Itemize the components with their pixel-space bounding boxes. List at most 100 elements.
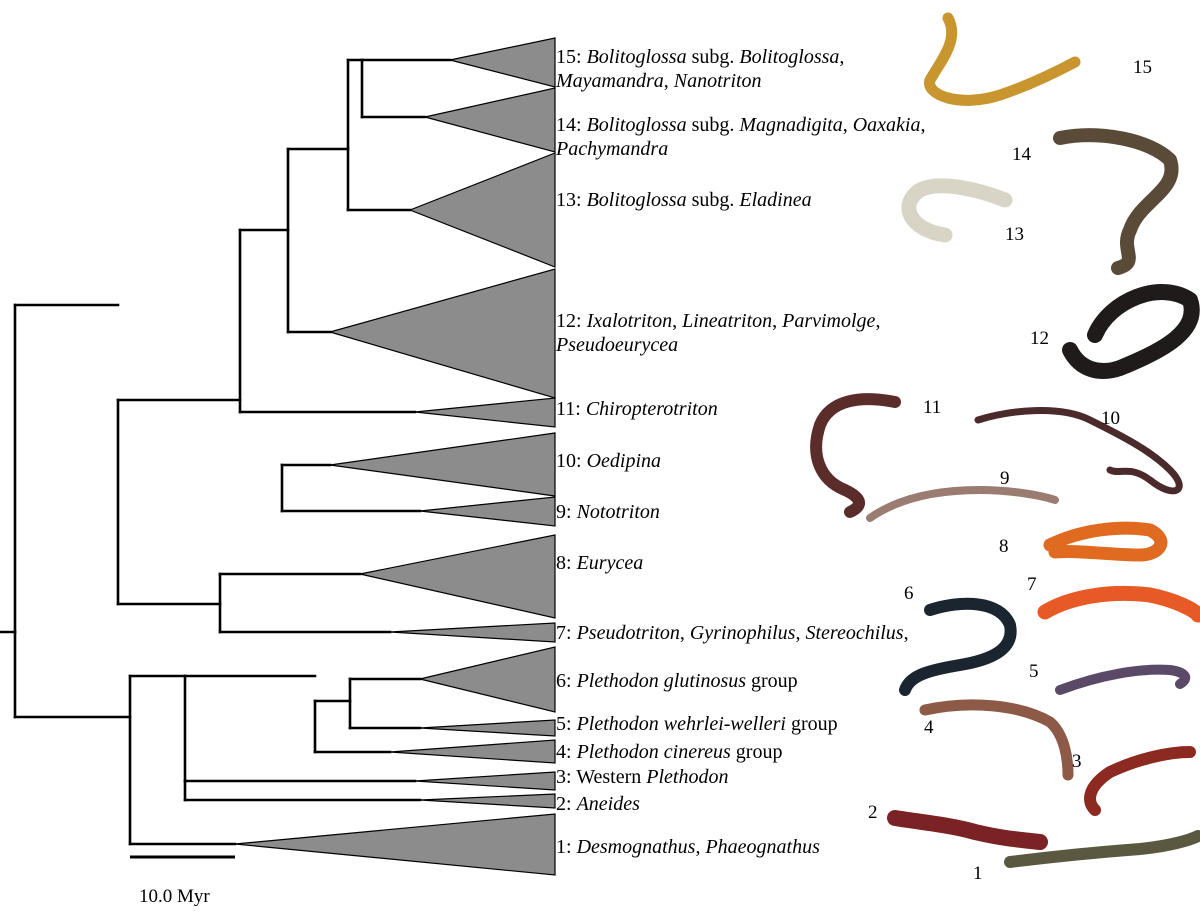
label-text: 13: [556, 189, 587, 211]
label-text: , [839, 46, 844, 68]
photo-number-13: 13 [1005, 225, 1024, 245]
clade-label-14: 14: Bolitoglossa subg. Magnadigita, Oaxa… [556, 113, 925, 161]
clade-label-4: 4: Plethodon cinereus group [556, 740, 782, 764]
clade-label-6: 6: Plethodon glutinosus group [556, 669, 798, 693]
taxon-name: Chiropterotriton [586, 398, 718, 420]
clade-triangle-3 [415, 772, 555, 790]
taxon-name: Plethodon [646, 766, 728, 788]
taxon-name: Bolitoglossa [587, 114, 687, 136]
salamander-photo-6 [905, 604, 1011, 690]
clade-label-line: Pachymandra [556, 137, 925, 161]
label-text: , [772, 310, 782, 332]
photo-number-1: 1 [973, 864, 983, 884]
taxon-name: Stereochilus [805, 622, 903, 644]
taxon-name: Pachymandra [556, 138, 668, 160]
clade-label-line: 8: Eurycea [556, 551, 643, 575]
label-text: 4: [556, 741, 577, 763]
taxon-name: Parvimolge [782, 310, 875, 332]
label-text: , [680, 622, 690, 644]
clade-label-7: 7: Pseudotriton, Gyrinophilus, Stereochi… [556, 621, 909, 645]
label-text: 10: [556, 450, 587, 472]
label-text: 3: Western [556, 766, 646, 788]
taxon-name: Plethodon glutinosus [577, 670, 746, 692]
salamander-photo-15 [930, 18, 1075, 100]
clade-triangle-9 [420, 497, 555, 526]
clade-label-line: 4: Plethodon cinereus group [556, 740, 782, 764]
scale-bar-label: 10.0 Myr [139, 886, 210, 908]
clade-label-line: 3: Western Plethodon [556, 765, 728, 789]
photo-number-15: 15 [1133, 58, 1152, 78]
salamander-photo-4 [925, 705, 1068, 775]
clade-label-line: 11: Chiropterotriton [556, 397, 718, 421]
clade-label-15: 15: Bolitoglossa subg. Bolitoglossa,Maya… [556, 45, 844, 93]
clade-triangle-15 [450, 38, 555, 87]
taxon-name: Bolitoglossa [587, 189, 687, 211]
label-text: , [664, 70, 674, 92]
clade-label-line: 12: Ixalotriton, Lineatriton, Parvimolge… [556, 309, 880, 333]
label-text: , [904, 622, 909, 644]
photo-number-6: 6 [904, 584, 914, 604]
label-text: group [731, 741, 783, 763]
label-text: 1: [556, 836, 577, 858]
photo-number-12: 12 [1030, 329, 1049, 349]
clade-label-1: 1: Desmognathus, Phaeognathus [556, 835, 820, 859]
taxon-name: Oedipina [587, 450, 661, 472]
photo-number-8: 8 [999, 537, 1009, 557]
clade-triangle-2 [420, 794, 555, 808]
taxon-name: Aneides [577, 793, 640, 815]
taxon-name: Gyrinophilus [690, 622, 796, 644]
label-text: 6: [556, 670, 577, 692]
photo-number-9: 9 [1000, 469, 1010, 489]
salamander-photo-13 [909, 186, 1005, 235]
label-text: 12: [556, 310, 587, 332]
salamander-photo-14 [1060, 135, 1172, 268]
clade-label-line: 5: Plethodon wehrlei-welleri group [556, 712, 838, 736]
clade-triangle-12 [330, 269, 555, 398]
clade-label-13: 13: Bolitoglossa subg. Eladinea [556, 188, 812, 212]
taxon-name: Magnadigita [739, 114, 842, 136]
label-text: , [695, 836, 705, 858]
salamander-photo-3 [1090, 752, 1190, 810]
taxon-name: Eladinea [739, 189, 811, 211]
salamander-photo-11 [816, 399, 895, 512]
clade-triangle-13 [410, 153, 555, 267]
clade-label-line: 7: Pseudotriton, Gyrinophilus, Stereochi… [556, 621, 909, 645]
clade-label-line: 2: Aneides [556, 792, 640, 816]
taxon-name: Pseudoeurycea [556, 334, 678, 356]
label-text: , [920, 114, 925, 136]
taxon-name: Eurycea [577, 552, 644, 574]
clade-triangle-4 [390, 740, 555, 763]
label-text: subg. [687, 189, 740, 211]
clade-triangle-7 [390, 623, 555, 642]
photo-number-3: 3 [1072, 752, 1082, 772]
label-text: group [786, 713, 838, 735]
label-text: 14: [556, 114, 587, 136]
label-text: 15: [556, 46, 587, 68]
label-text: subg. [687, 46, 740, 68]
taxon-name: Ixalotriton [587, 310, 673, 332]
clade-label-line: 10: Oedipina [556, 449, 661, 473]
clade-label-10: 10: Oedipina [556, 449, 661, 473]
taxon-name: Plethodon wehrlei-welleri [577, 713, 786, 735]
clade-triangle-14 [425, 88, 555, 152]
photo-number-5: 5 [1029, 662, 1039, 682]
label-text: , [875, 310, 880, 332]
clade-label-2: 2: Aneides [556, 792, 640, 816]
taxon-name: Nanotriton [674, 70, 762, 92]
label-text: , [795, 622, 805, 644]
salamander-photo-2 [895, 818, 1040, 842]
clade-label-8: 8: Eurycea [556, 551, 643, 575]
label-text: 11: [556, 398, 586, 420]
clade-label-line: 13: Bolitoglossa subg. Eladinea [556, 188, 812, 212]
clade-label-9: 9: Nototriton [556, 500, 660, 524]
label-text: 2: [556, 793, 577, 815]
taxon-name: Desmognathus [577, 836, 696, 858]
taxon-name: Phaeognathus [705, 836, 819, 858]
clade-triangle-5 [420, 720, 555, 736]
clade-triangle-1 [235, 814, 555, 875]
photo-number-7: 7 [1027, 575, 1037, 595]
taxon-name: Mayamandra [556, 70, 664, 92]
label-text: 5: [556, 713, 577, 735]
taxon-name: Nototriton [577, 501, 660, 523]
